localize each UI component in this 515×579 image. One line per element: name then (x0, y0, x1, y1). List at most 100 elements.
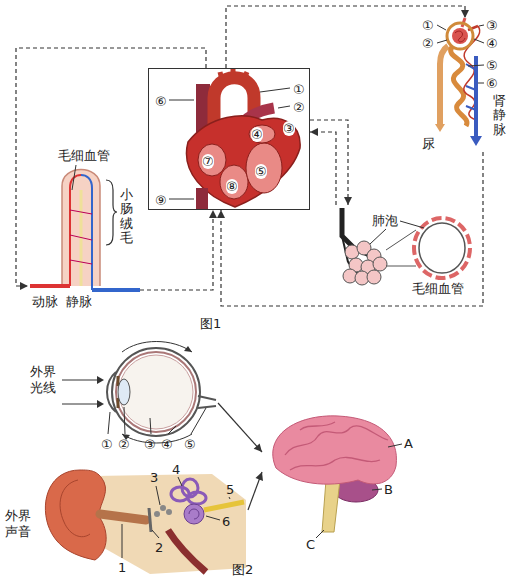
part-label: 动脉 (32, 294, 58, 309)
part-label: 肺泡 (372, 213, 398, 228)
ear-illustration-part (100, 514, 146, 520)
callout-number: ⑦ (202, 154, 214, 169)
ear-illustration-part (168, 530, 206, 572)
callout-number: ④ (486, 36, 498, 51)
ear-illustration-part (166, 509, 172, 515)
lung-illustration-part (414, 218, 470, 278)
brain-panel: ABC (262, 412, 420, 553)
heart-panel: ①②③④⑤⑥⑦⑧⑨ (148, 68, 310, 210)
ear-illustration-part (60, 480, 90, 537)
callout-number: 2 (155, 540, 163, 555)
callout-number: C (306, 537, 315, 552)
ear-panel: 外界声音123456 (3, 462, 248, 576)
heart-illustration-part (196, 188, 208, 209)
arrow-head (310, 128, 318, 136)
callout-number: ① (293, 82, 305, 97)
arrow-head (209, 210, 217, 218)
eye-illustration-part (97, 376, 104, 384)
callout-number: ⑨ (155, 193, 167, 208)
part-label: 毛细血管 (412, 281, 464, 296)
villus-illustration-part (106, 180, 117, 245)
kidney-illustration-part (435, 124, 445, 132)
callout-number: ⑧ (226, 179, 238, 194)
ear-illustration-part (154, 511, 160, 517)
connector (248, 472, 263, 510)
callout-number: 4 (172, 462, 180, 477)
arrow-head (461, 10, 469, 18)
ear-illustration-part (188, 492, 206, 504)
callout-number: ② (293, 100, 305, 115)
connector-line (218, 403, 262, 452)
callout-number: ④ (251, 127, 263, 142)
part-label: 静脉 (66, 294, 92, 309)
heart-illustration (169, 69, 300, 209)
brain-illustration-part (285, 422, 388, 470)
part-label: 肾静脉 (493, 94, 506, 137)
arrow-head (344, 197, 352, 205)
lung-illustration (342, 208, 470, 285)
villus-illustration-part (70, 175, 81, 286)
lung-illustration-part (419, 223, 465, 273)
callout-number: ① (422, 18, 434, 33)
part-label: 外界声音 (5, 508, 31, 540)
lung-panel: 肺泡毛细血管 (325, 205, 475, 297)
ear-illustration (45, 470, 246, 574)
villus-illustration-part (92, 288, 140, 292)
figure-label: 图2 (232, 562, 253, 577)
ear-illustration-part (160, 505, 166, 511)
connector (310, 120, 352, 205)
callout-number: ③ (144, 437, 156, 452)
villus-illustration-part (81, 175, 92, 290)
ear-illustration-part (122, 477, 230, 558)
callout-number: ① (101, 437, 113, 452)
callout-number: 1 (118, 560, 126, 575)
heart-illustration-part (220, 165, 248, 199)
figure-label: 图1 (200, 316, 221, 331)
villus-illustration-part (70, 210, 92, 264)
ear-illustration-part (204, 502, 244, 510)
kidney-illustration-part (466, 64, 476, 110)
kidney-illustration-part (437, 25, 484, 83)
callout-number: ⑤ (486, 58, 498, 73)
kidney-illustration-part (452, 28, 468, 44)
connector (140, 210, 217, 290)
connector (310, 128, 336, 205)
eye-illustration-part (107, 372, 116, 412)
lung-illustration-part (386, 230, 416, 266)
eye-panel: 外界光线①②③④⑤ (28, 340, 218, 453)
callout-number: ③ (283, 121, 295, 136)
arrow-head (217, 210, 225, 218)
villus-illustration-part (72, 165, 76, 190)
eye-illustration-part (198, 396, 216, 408)
ear-illustration-part (184, 504, 204, 524)
lung-illustration-part (367, 270, 381, 284)
kidney-illustration-part (470, 136, 482, 146)
brain-illustration-part (273, 416, 397, 484)
brain-illustration (273, 416, 402, 538)
part-label: 外界光线 (30, 364, 56, 396)
connector-line (310, 120, 348, 205)
kidney-illustration (435, 18, 484, 146)
brain-illustration-part (316, 444, 402, 538)
heart-illustration-part (249, 125, 275, 143)
part-label: 尿 (422, 136, 435, 151)
ear-illustration-part (94, 474, 246, 574)
heart-illustration-part (198, 144, 226, 176)
callout-number: ④ (161, 437, 173, 452)
part-label: 小肠绒毛 (120, 188, 133, 245)
arrow-head (20, 282, 28, 290)
heart-illustration-part (220, 69, 247, 80)
connector-line (16, 48, 206, 286)
connector-line (310, 132, 336, 205)
eye-illustration-part (119, 355, 193, 429)
callout-number: 6 (222, 514, 230, 529)
kidney-illustration-part (440, 46, 448, 124)
callout-number: ⑥ (486, 76, 498, 91)
villus-panel: 毛细血管小肠绒毛动脉静脉 (28, 148, 140, 310)
connector-line (140, 210, 213, 290)
ear-illustration-part (189, 509, 199, 519)
eye-illustration-part (108, 407, 206, 434)
arrow-head (254, 443, 262, 452)
villus-illustration-part (30, 284, 70, 288)
callout-number: 3 (150, 470, 158, 485)
